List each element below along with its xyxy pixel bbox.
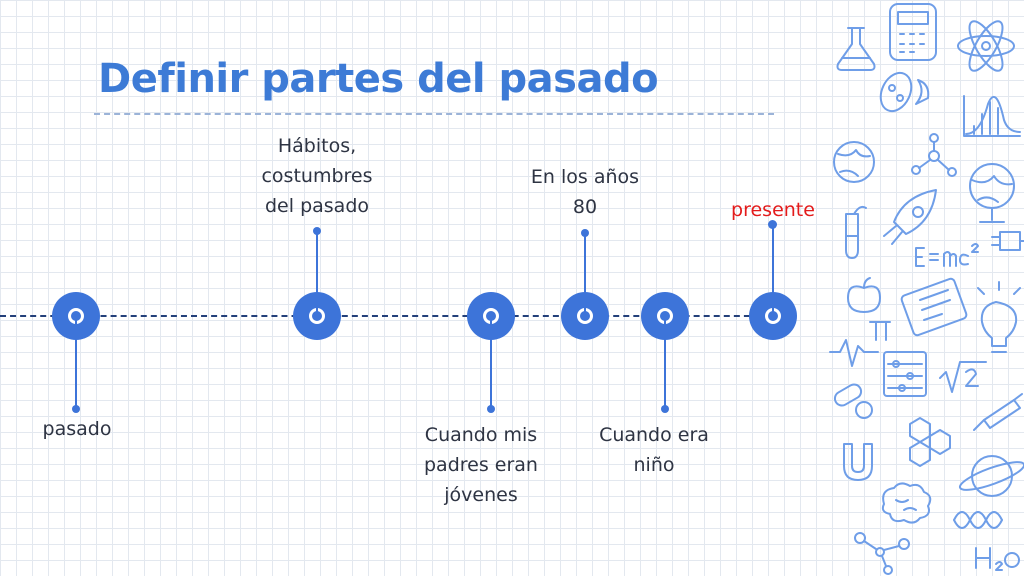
abacus-icon: [883, 351, 927, 397]
event-label-padres: Cuando mis padres eran jóvenes: [424, 424, 538, 506]
connector-pasado: [75, 316, 77, 408]
square-root-icon: [939, 361, 987, 393]
magnet-icon: [843, 443, 873, 481]
event-label-anos80: En los años 80: [530, 166, 640, 218]
rocket-icon: [883, 189, 937, 245]
plug-icon: [991, 231, 1024, 251]
connector-nino: [664, 316, 666, 408]
pi-icon: [869, 321, 891, 341]
connector-end-habitos: [313, 227, 321, 235]
event-label-nino: Cuando era niño: [599, 424, 709, 476]
pill-icon: [833, 383, 873, 419]
timeline-line: [0, 315, 770, 317]
heartbeat-icon: [829, 339, 879, 367]
microbe-icon: [879, 71, 930, 113]
title-underline: [94, 113, 774, 115]
slide-title: Definir partes del pasado: [98, 56, 659, 102]
water-formula-icon: [975, 547, 1020, 571]
connector-end-presente: [768, 220, 777, 229]
globe-icon-2: [969, 163, 1015, 223]
planet-icon: [958, 455, 1024, 497]
bell-curve-graph-icon: [963, 95, 1021, 137]
flask-icon: [836, 27, 876, 71]
connector-end-nino: [661, 405, 669, 413]
hexagon-molecule-icon: [909, 417, 951, 467]
lightbulb-icon: [977, 281, 1021, 353]
test-tube-icon: [845, 205, 867, 259]
energy-formula-icon: [915, 243, 979, 267]
connector-end-padres: [487, 405, 495, 413]
syringe-icon: [973, 393, 1023, 431]
connector-end-pasado: [72, 405, 80, 413]
atom-icon: [957, 20, 1015, 72]
event-label-pasado: pasado: [42, 418, 112, 440]
event-label-presente: presente: [731, 199, 815, 221]
apple-icon: [847, 277, 881, 313]
connector-anos80: [584, 232, 586, 316]
molecule-icon-2: [854, 532, 910, 575]
event-label-habitos: Hábitos, costumbres del pasado: [261, 135, 373, 217]
science-doodles-panel: [829, 3, 1024, 575]
tablet-icon: [900, 277, 968, 337]
connector-end-anos80: [581, 229, 589, 237]
globe-icon: [833, 141, 875, 183]
brain-icon: [881, 482, 932, 524]
calculator-icon: [889, 3, 937, 61]
connector-presente: [772, 225, 774, 316]
connector-habitos: [316, 230, 318, 316]
dna-icon: [953, 511, 1003, 529]
connector-padres: [490, 316, 492, 408]
molecule-icon: [911, 133, 957, 177]
